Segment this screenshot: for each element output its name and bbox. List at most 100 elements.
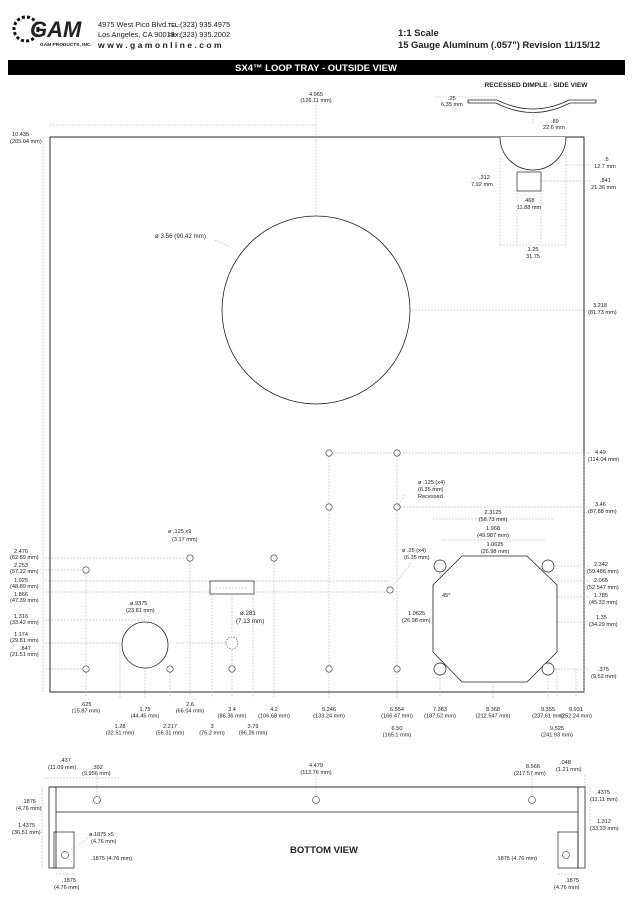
dim-1925: 1.925 bbox=[14, 578, 28, 584]
address-line-1: 4975 West Pico Blvd. bbox=[98, 20, 168, 29]
dimple-d125: 1.25 bbox=[528, 247, 539, 253]
bottom-dim-mm: (187.52 mm) bbox=[424, 714, 456, 720]
dimple-d25-mm: 6.35 mm bbox=[441, 102, 463, 108]
bottom-dim-value: 3.79 bbox=[248, 724, 259, 730]
note-25x4: ø .25 (x4) bbox=[402, 548, 426, 554]
dimple-d841-mm: 21.36 mm bbox=[591, 185, 616, 191]
bottom-dim-value: .625 bbox=[81, 702, 92, 708]
hole bbox=[166, 665, 174, 673]
height-dim: 10.435 bbox=[12, 132, 29, 138]
bottom-1875-mm: (4.76 mm) bbox=[16, 806, 42, 812]
bottom-1312: 1.312 bbox=[597, 819, 611, 825]
dim-375-mm: (9.52 mm) bbox=[591, 674, 617, 680]
hole-notes: ø .125 (x4) (6.35 mm) Recessed ø .125 x9… bbox=[126, 480, 445, 625]
bottom-048-mm: (1.21 mm) bbox=[556, 767, 582, 773]
bottom-dim-mm: (96.26 mm) bbox=[239, 731, 268, 737]
dim-1785: 1.785 bbox=[594, 593, 608, 599]
bottom-dim-value: 3 bbox=[210, 724, 213, 730]
bottom-foot-left-mm: (4.76 mm) bbox=[54, 885, 80, 891]
bottom-dim-mm: (15.87 mm) bbox=[72, 709, 101, 715]
dimple-d468-mm: 11.88 mm bbox=[517, 205, 542, 211]
bottom-dim-mm: (237.61 mm) bbox=[532, 714, 564, 720]
bottom-mid-right: .1875 (4.76 mm) bbox=[496, 856, 537, 862]
hole bbox=[393, 503, 401, 511]
dim-10625-mm: (26.98 mm) bbox=[481, 549, 510, 555]
drawing-title: SX4™ LOOP TRAY - OUTSIDE VIEW bbox=[235, 63, 397, 74]
material-note: 15 Gauge Aluminum (.057") Revision 11/15… bbox=[398, 39, 600, 50]
bottom-392: .392 bbox=[92, 765, 103, 771]
hole bbox=[82, 566, 90, 574]
bottom-4375-mm: (11.11 mm) bbox=[590, 797, 618, 803]
fax-label: FAX: bbox=[168, 33, 180, 39]
hole bbox=[325, 503, 333, 511]
bottom-dim-value: 4.2 bbox=[270, 707, 278, 713]
bottom-4375: .4375 bbox=[596, 790, 610, 796]
bottom-dim-mm: (212.547 mm) bbox=[476, 714, 511, 720]
bottom-foot-right: .1875 bbox=[565, 878, 579, 884]
dimple-profile-top bbox=[467, 99, 597, 110]
note-recessed: Recessed bbox=[418, 494, 443, 500]
angle-label: 45° bbox=[442, 593, 450, 599]
bottom-dim-value: 2.6 bbox=[186, 702, 194, 708]
bottom-view: BOTTOM VIEW .437 (11.09 mm) .392 (9.956 … bbox=[12, 758, 619, 891]
bottom-dim-mm: (252.24 mm) bbox=[560, 714, 592, 720]
dimple-cutout bbox=[499, 136, 567, 171]
hole bbox=[325, 665, 333, 673]
bottom-dim-value: 2.217 bbox=[163, 724, 177, 730]
connector-hole bbox=[121, 621, 169, 669]
dim-23125: 2.3125 bbox=[484, 510, 501, 516]
dim-1316: 1.316 bbox=[14, 614, 28, 620]
bottom-048: .048 bbox=[560, 760, 571, 766]
bottom-dim-mm: (133.24 mm) bbox=[313, 714, 345, 720]
dim-1925-mm: (48.89 mm) bbox=[10, 584, 39, 590]
left-dimensions: 2.476 (62.89 mm) 2.253 (57.22 mm) 1.925 … bbox=[10, 549, 39, 658]
title-bar bbox=[8, 60, 625, 75]
hole bbox=[228, 665, 236, 673]
bottom-hole bbox=[562, 851, 570, 859]
corner-hole bbox=[433, 559, 447, 573]
dim-135: 1.35 bbox=[596, 615, 607, 621]
dim-449: 4.49 bbox=[595, 450, 606, 456]
bottom-dim-mm: (165.1 mm) bbox=[383, 733, 412, 739]
dim-847-mm: (21.51 mm) bbox=[10, 652, 39, 658]
bottom-dim-value: 9.355 bbox=[541, 707, 555, 713]
bottom-dim-mm: (166.47 mm) bbox=[381, 714, 413, 720]
note-125x9-mm: (3.17 mm) bbox=[172, 537, 198, 543]
corner-hole bbox=[433, 662, 447, 676]
tel-number: (323) 935.4975 bbox=[180, 20, 230, 29]
bottom-392-mm: (9.956 mm) bbox=[82, 771, 111, 777]
gear-icon bbox=[12, 15, 40, 43]
bottom-hole bbox=[528, 796, 536, 804]
bottom-14375: 1.4375 bbox=[18, 823, 35, 829]
dimple-d312: .312 bbox=[479, 175, 490, 181]
dimple-d5-mm: 12.7 mm bbox=[594, 164, 616, 170]
bottom-1312-mm: (33.33 mm) bbox=[590, 826, 619, 832]
bottom-dim-mm: (44.45 mm) bbox=[131, 714, 160, 720]
dim-10625-vertical: 1.0625 bbox=[408, 611, 425, 617]
bottom-dim-value: 6.50 bbox=[392, 726, 403, 732]
website[interactable]: w w w . g a m o n l i n e . c o m bbox=[97, 40, 222, 50]
rect-slot bbox=[209, 580, 255, 595]
dim-10625: 1.0625 bbox=[486, 542, 503, 548]
dim-346: 3.46 bbox=[595, 502, 606, 508]
note-281: ø.281 bbox=[240, 610, 256, 617]
address-line-2: Los Angeles, CA 90019 bbox=[98, 30, 175, 39]
mounting-holes bbox=[82, 449, 401, 673]
bottom-dim-mm: (66.04 mm) bbox=[176, 709, 205, 715]
bottom-view-title: BOTTOM VIEW bbox=[290, 845, 358, 856]
bottom-14375-mm: (36.51 mm) bbox=[12, 830, 41, 836]
bottom-hole-note-mm: (4.76 mm) bbox=[91, 839, 117, 845]
dimple-d841: .841 bbox=[600, 178, 611, 184]
logo-text: GAM bbox=[30, 17, 82, 42]
dim-2476-mm: (62.89 mm) bbox=[10, 555, 39, 561]
note-125x4-mm: (6.35 mm) bbox=[418, 487, 444, 493]
dim-2342: 2.342 bbox=[594, 562, 608, 568]
dim-1316-mm: (33.42 mm) bbox=[10, 620, 39, 626]
dimple-d312-mm: 7.92 mm bbox=[471, 182, 493, 188]
large-cutout-hole bbox=[221, 215, 411, 405]
dim-2253: 2.253 bbox=[14, 563, 28, 569]
dim-847: .847 bbox=[20, 646, 31, 652]
bottom-hole bbox=[93, 796, 101, 804]
dim-1968: 1.968 bbox=[486, 526, 500, 532]
